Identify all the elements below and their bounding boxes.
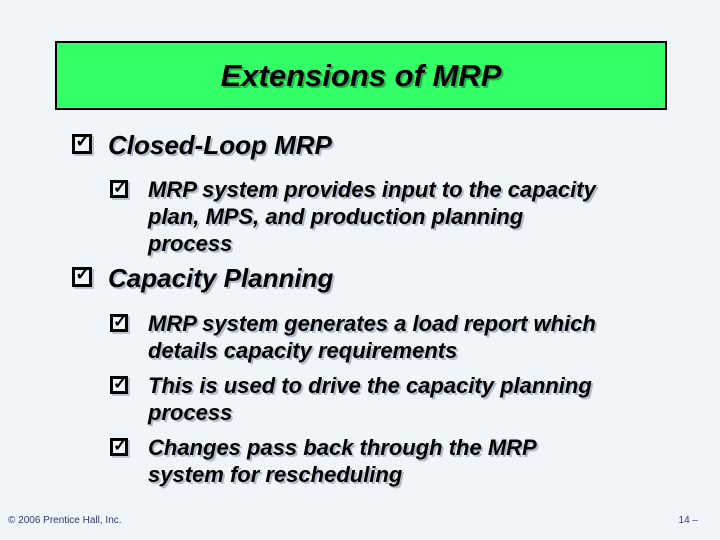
bullet-line: Changes pass back through the MRP <box>148 435 537 460</box>
checked-checkbox-icon: ✓ <box>72 131 92 154</box>
bullet-text: Capacity Planning <box>108 263 333 294</box>
bullet-capacity-planning: ✓ Capacity Planning <box>72 263 333 294</box>
checked-checkbox-icon: ✓ <box>110 312 128 332</box>
bullet-line: plan, MPS, and production planning <box>148 204 524 229</box>
bullet-line: Capacity Planning <box>108 263 334 293</box>
bullet-line: process <box>148 400 233 425</box>
checked-checkbox-icon: ✓ <box>110 374 128 394</box>
check-mark-icon: ✓ <box>113 312 128 331</box>
check-mark-icon: ✓ <box>75 131 91 152</box>
bullet-mrp-provides-input: ✓ MRP system provides input to the capac… <box>110 176 596 257</box>
check-mark-icon: ✓ <box>113 178 128 197</box>
bullet-line: Closed-Loop MRP <box>108 130 332 160</box>
bullet-drive-capacity-planning: ✓ This is used to drive the capacity pla… <box>110 372 592 426</box>
slide-title-bar: Extensions of MRP <box>55 41 667 110</box>
bullet-changes-pass-back: ✓ Changes pass back through the MRP syst… <box>110 434 537 488</box>
checked-checkbox-icon: ✓ <box>110 178 128 198</box>
bullet-line: process <box>148 231 233 256</box>
copyright-text: © 2006 Prentice Hall, Inc. <box>8 515 122 526</box>
check-mark-icon: ✓ <box>113 436 128 455</box>
page-number: 14 – <box>678 515 698 526</box>
bullet-text: MRP system provides input to the capacit… <box>148 176 596 257</box>
bullet-closed-loop-mrp: ✓ Closed-Loop MRP <box>72 130 332 161</box>
bullet-text: Closed-Loop MRP <box>108 130 332 161</box>
checked-checkbox-icon: ✓ <box>110 436 128 456</box>
slide-title: Extensions of MRP <box>220 57 502 93</box>
bullet-text: This is used to drive the capacity plann… <box>148 372 592 426</box>
bullet-line: details capacity requirements <box>148 338 458 363</box>
bullet-line: MRP system provides input to the capacit… <box>148 177 596 202</box>
bullet-line: MRP system generates a load report which <box>148 311 596 336</box>
check-mark-icon: ✓ <box>113 374 128 393</box>
bullet-text: Changes pass back through the MRP system… <box>148 434 537 488</box>
bullet-line: This is used to drive the capacity plann… <box>148 373 592 398</box>
checked-checkbox-icon: ✓ <box>72 264 92 287</box>
bullet-line: system for rescheduling <box>148 462 403 487</box>
bullet-text: MRP system generates a load report which… <box>148 310 596 364</box>
check-mark-icon: ✓ <box>75 264 91 285</box>
bullet-load-report: ✓ MRP system generates a load report whi… <box>110 310 596 364</box>
